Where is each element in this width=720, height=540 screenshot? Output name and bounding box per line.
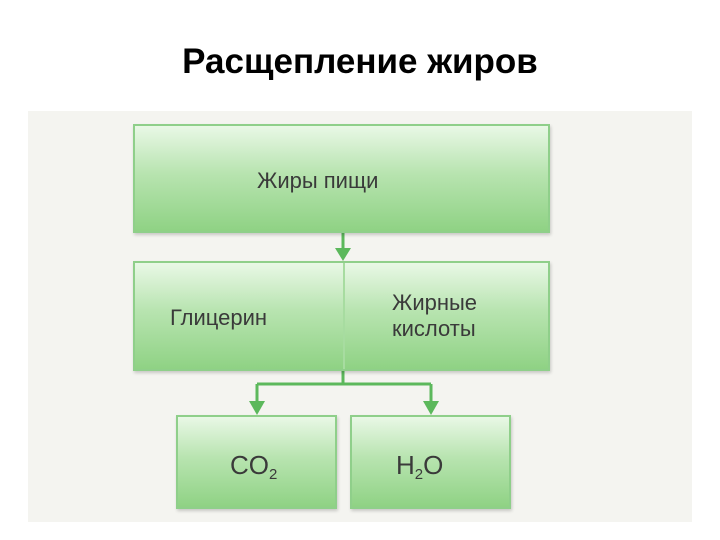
h2o-box: H2O <box>350 415 511 509</box>
arrowhead-down-right <box>423 401 439 415</box>
slide-title: Расщепление жиров <box>182 42 538 81</box>
food-fats-label: Жиры пищи <box>257 168 379 193</box>
glycerin-label: Глицерин <box>170 305 268 330</box>
h2o-main: H <box>396 450 415 480</box>
food-fats-box: Жиры пищи <box>133 124 550 233</box>
fatty-acids-label-line2: кислоты <box>392 316 476 341</box>
h2o-label: H2O <box>396 450 444 483</box>
arrowhead-down-center <box>335 248 351 261</box>
fatty-acids-label-line1: Жирные <box>392 290 478 315</box>
arrowhead-down-left <box>249 401 265 415</box>
co2-main: CO <box>230 450 269 480</box>
h2o-subscript: 2 <box>414 466 424 483</box>
h2o-tail: O <box>423 450 444 480</box>
co2-subscript: 2 <box>269 466 278 483</box>
products-divider <box>343 263 345 369</box>
products-box: Глицерин Жирные кислоты <box>133 261 550 371</box>
co2-box: CO2 <box>176 415 337 509</box>
co2-label: CO2 <box>230 450 278 483</box>
